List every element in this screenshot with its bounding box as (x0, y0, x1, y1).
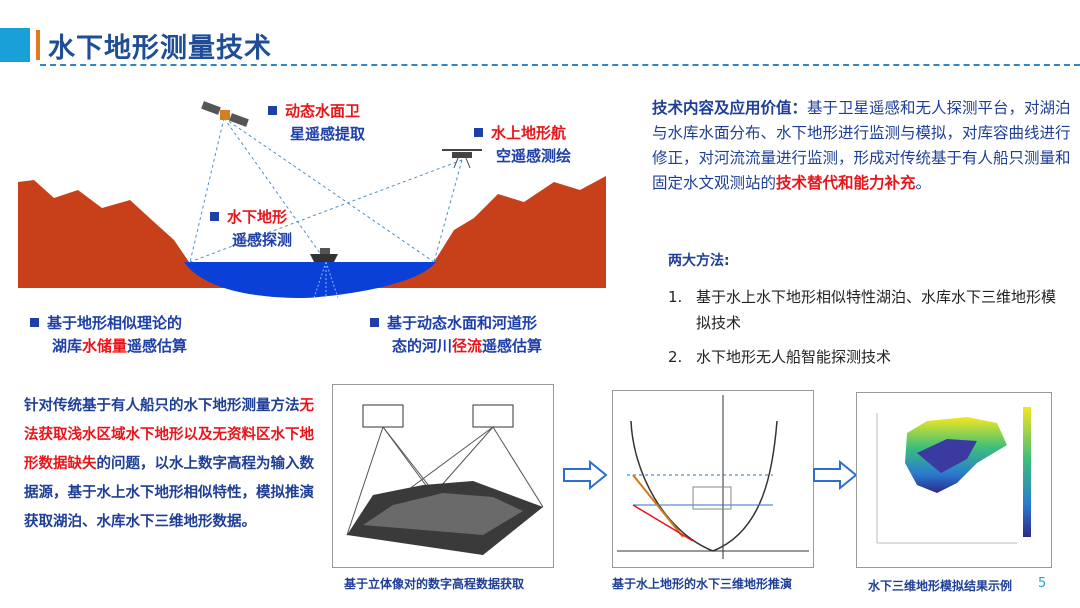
page-title: 水下地形测量技术 (48, 33, 272, 64)
figure-3d-result (856, 392, 1052, 568)
boat-icon (310, 248, 338, 262)
bullet-aerial: 水上地形航 空遥感测绘 (474, 122, 571, 168)
value-paragraph: 技术内容及应用价值：基于卫星遥感和无人探测平台，对湖泊与水库水面分布、水下地形进… (652, 99, 1071, 192)
satellite-icon (201, 101, 249, 127)
caption-figure-3: 水下三维地形模拟结果示例 (868, 579, 1013, 593)
header-accent-block (0, 28, 30, 62)
terrain-inference-graphic (617, 395, 809, 559)
methods-title: 两大方法: (668, 253, 730, 269)
water-body (184, 262, 436, 298)
caption-figure-1: 基于立体像对的数字高程数据获取 (344, 577, 525, 591)
bullet-storage: 基于地形相似理论的 湖库水储量遥感估算 (30, 312, 187, 358)
bullet-dynamic-water: 动态水面卫 星遥感提取 (268, 100, 365, 146)
terrain-diagram (18, 101, 606, 299)
method-item-2: 2.水下地形无人船智能探测技术 (668, 348, 892, 366)
method-description: 针对传统基于有人船只的水下地形测量方法无法获取浅水区域水下地形以及无资料区水下地… (24, 398, 314, 530)
header-accent-bar (36, 30, 40, 60)
header-divider (40, 64, 1080, 66)
methods-list: 1.基于水上水下地形相似特性湖泊、水库水下三维地形模拟技术 2.水下地形无人船智… (668, 284, 1068, 378)
3d-result-graphic (876, 407, 1031, 544)
stereo-dem-graphic (346, 404, 544, 556)
caption-figure-2: 基于水上地形的水下三维地形推演 (612, 577, 793, 591)
arrow-right-icon (813, 460, 858, 490)
arrow-right-icon (563, 460, 608, 490)
bullet-underwater: 水下地形 遥感探测 (210, 206, 292, 252)
method-item-1: 1.基于水上水下地形相似特性湖泊、水库水下三维地形模拟技术 (668, 288, 1057, 332)
drone-icon (442, 149, 482, 169)
value-heading: 技术内容及应用价值： (652, 99, 808, 117)
figure-stereo-dem (332, 384, 554, 568)
figure-terrain-inference (612, 390, 814, 568)
terrain-shape (18, 176, 606, 288)
bullet-runoff: 基于动态水面和河道形 态的河川径流遥感估算 (370, 312, 542, 358)
page-number: 5 (1038, 576, 1047, 591)
